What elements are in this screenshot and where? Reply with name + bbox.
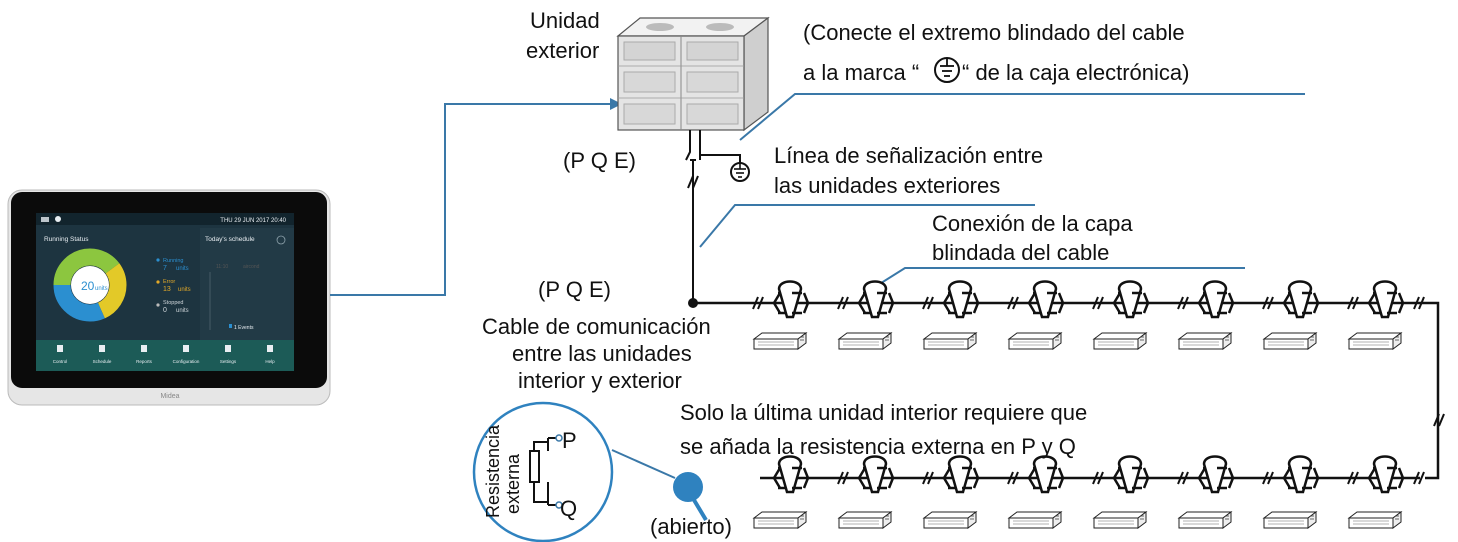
controller-date: THU 29 JUN 2017 20:40: [220, 218, 286, 224]
shield-note-line-2b: “ de la caja electrónica): [962, 60, 1189, 85]
ground-symbol-outdoor: [730, 162, 750, 182]
touch-controller: THU 29 JUN 2017 20:40 Running Status Tod…: [7, 189, 331, 406]
last-unit-note-2: se añada la resistencia externa en P y Q: [680, 434, 1076, 459]
bus-junction: [688, 298, 698, 308]
indoor-units-row-1: [753, 332, 1402, 350]
signal-line-label-1: Línea de señalización entre: [774, 143, 1043, 168]
menu-icon: [41, 217, 49, 222]
indoor-taps-row-2: [772, 455, 1425, 494]
svg-text:units: units: [176, 308, 189, 314]
shield-note-line-2a: a la marca “: [803, 60, 919, 85]
outdoor-unit-label-2: exterior: [526, 38, 599, 63]
open-terminal-pin: [673, 472, 708, 522]
terminal-q-label: Q: [560, 496, 577, 521]
resistor-label-1: Resistencia: [483, 424, 503, 518]
outdoor-unit-label-1: Unidad: [530, 8, 600, 33]
donut-center-value: 20: [81, 279, 95, 293]
pqe-top-label: (P Q E): [563, 148, 636, 173]
stopped-label: Stopped: [163, 300, 184, 306]
ground-mark-icon: [934, 57, 960, 83]
comm-cable-label-3: interior y exterior: [518, 368, 682, 393]
indoor-taps-row-1: [752, 280, 1425, 319]
error-value: 13: [163, 286, 171, 293]
shield-conn-label-1: Conexión de la capa: [932, 211, 1133, 236]
indoor-units-row-2: [753, 511, 1402, 529]
comm-cable-label-2: entre las unidades: [512, 341, 692, 366]
nav-reports-label[interactable]: Reports: [136, 359, 153, 364]
nav-configuration-label[interactable]: Configuration: [173, 359, 200, 364]
schedule-title: Today's schedule: [205, 236, 255, 243]
resistor-symbol: [529, 450, 540, 483]
nav-reports-icon[interactable]: [141, 345, 147, 352]
last-unit-note-1: Solo la última unidad interior requiere …: [680, 400, 1087, 425]
nav-schedule-icon[interactable]: [99, 345, 105, 352]
add-schedule-icon[interactable]: [276, 235, 286, 245]
running-status-title: Running Status: [44, 236, 89, 243]
resistor-label-2: externa: [503, 453, 523, 514]
arrow-head: [610, 98, 622, 110]
outdoor-wiring: [685, 130, 741, 303]
open-label: (abierto): [650, 514, 732, 539]
nav-help-icon[interactable]: [267, 345, 273, 352]
nav-settings-label[interactable]: Settings: [220, 359, 237, 364]
resistor-bubble: [472, 401, 614, 542]
svg-text:units: units: [176, 266, 189, 272]
controller-nav: [36, 340, 294, 371]
terminal-p-label: P: [562, 428, 577, 453]
nav-control-icon[interactable]: [57, 345, 63, 352]
speaker-icon: [55, 216, 61, 222]
error-label: Error: [163, 279, 175, 285]
stopped-value: 0: [163, 307, 167, 314]
schedule-time: 11:10: [216, 264, 228, 270]
running-label: Running: [163, 258, 184, 264]
signal-line-label-2: las unidades exteriores: [774, 173, 1000, 198]
nav-schedule-label[interactable]: Schedule: [93, 359, 112, 364]
svg-text:units: units: [178, 287, 191, 293]
donut-center-unit: units: [95, 286, 108, 292]
shield-conn-label-2: blindada del cable: [932, 240, 1109, 265]
schedule-item: aircond: [243, 264, 260, 270]
comm-cable-label-1: Cable de comunicación: [482, 314, 711, 339]
nav-settings-icon[interactable]: [225, 345, 231, 352]
nav-control-label[interactable]: Control: [53, 359, 68, 364]
pqe-mid-label: (P Q E): [538, 277, 611, 302]
brand-logo: Midea: [160, 393, 179, 400]
outdoor-unit: [616, 16, 770, 132]
status-donut: 20 units: [53, 248, 127, 322]
shield-note-line-1: (Conecte el extremo blindado del cable: [803, 20, 1185, 45]
events-count: 1 Events: [234, 325, 254, 331]
running-value: 7: [163, 265, 167, 272]
nav-help-label[interactable]: Help: [265, 359, 275, 364]
nav-configuration-icon[interactable]: [183, 345, 189, 352]
